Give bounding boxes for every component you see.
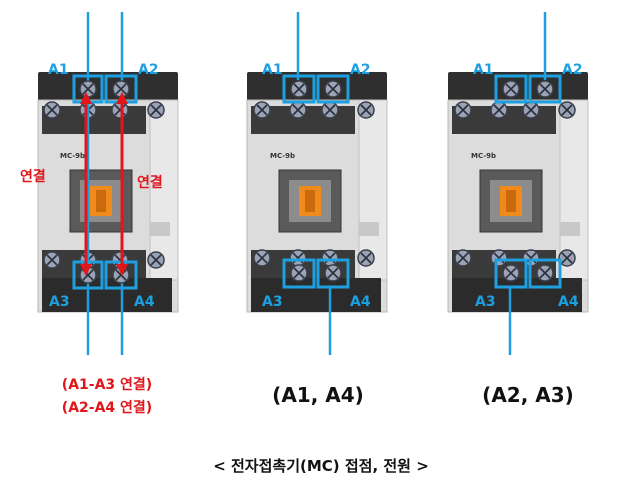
panel-2-a4: A4 — [350, 294, 371, 310]
panel-1-a1: A1 — [48, 62, 69, 78]
panel-2: MC-9b A1 A2 A3 A4 — [246, 12, 388, 355]
panel-3-a1: A1 — [473, 62, 494, 78]
diagram-title: < 전자접촉기(MC) 접점, 전원 > — [213, 457, 429, 475]
caption-left-line2: (A2-A4 연결) — [62, 399, 152, 416]
caption-left-line1: (A1-A3 연결) — [62, 376, 152, 393]
panel-2-a2: A2 — [350, 62, 371, 78]
panel-3-model: MC-9b — [471, 152, 496, 160]
caption-middle: (A1, A4) — [272, 383, 364, 407]
panel-3-a3: A3 — [475, 294, 496, 310]
panel-1-a4: A4 — [134, 294, 155, 310]
panel-2-a1: A1 — [262, 62, 283, 78]
panel-1-a2: A2 — [138, 62, 159, 78]
panel-1-link-label-right: 연결 — [137, 174, 163, 191]
panel-1: MC-9b 연결 연결 A1 A2 A3 A4 — [20, 12, 179, 355]
panel-3-a2: A2 — [562, 62, 583, 78]
panel-3: MC-9b A1 A2 A3 A4 — [447, 12, 589, 355]
caption-right: (A2, A3) — [482, 383, 574, 407]
panel-1-model: MC-9b — [60, 152, 85, 160]
panel-3-a4: A4 — [558, 294, 579, 310]
panel-1-link-arrows — [80, 92, 128, 276]
panel-1-link-label-left: 연결 — [20, 168, 46, 185]
panel-2-a3: A3 — [262, 294, 283, 310]
panel-2-model: MC-9b — [270, 152, 295, 160]
panel-1-a3: A3 — [49, 294, 70, 310]
